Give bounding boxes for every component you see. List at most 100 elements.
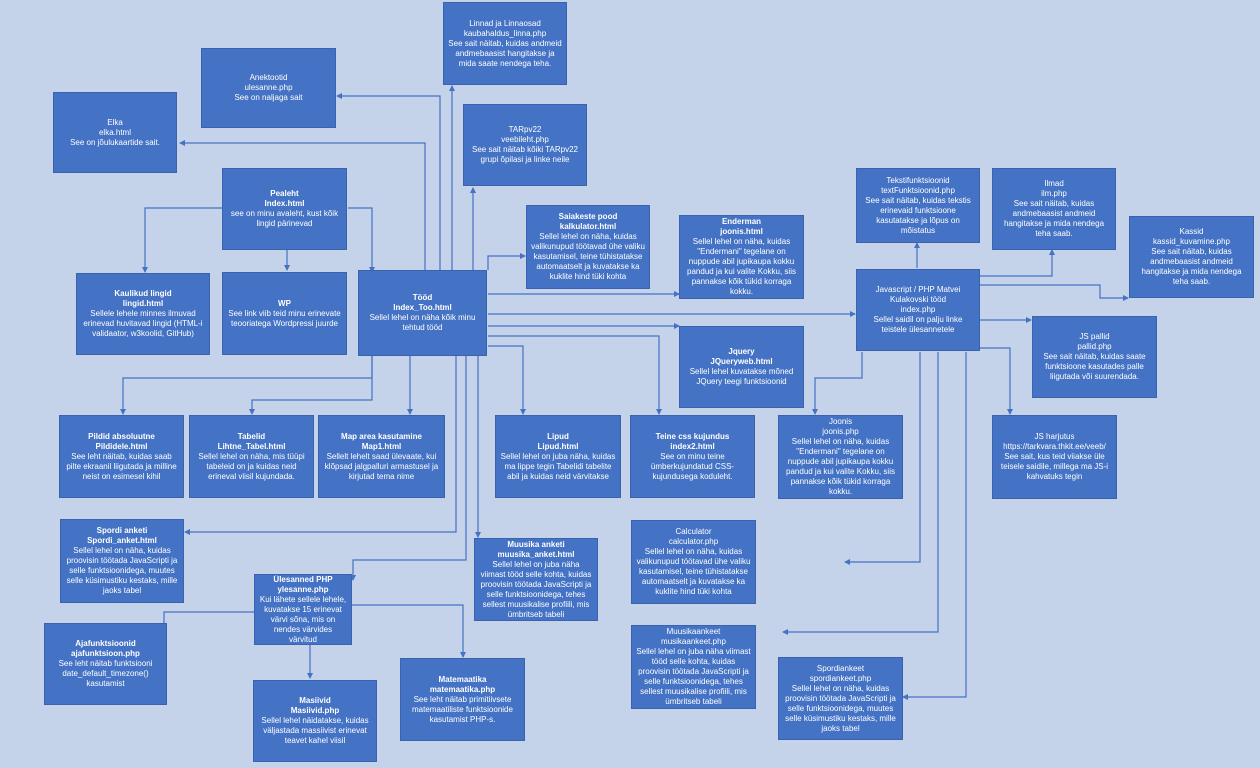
node-description: Sellel saidil on palju linke teistele ül…	[873, 315, 963, 334]
node-jspallid: JS pallid pallid.php See sait näitab, ku…	[1032, 316, 1157, 398]
node-linnad: Linnad ja Linnaosad kaubahaldus_linna.ph…	[443, 2, 567, 85]
node-file: kaubahaldus_linna.php	[463, 28, 547, 38]
node-description: See leht näitab, kuidas saab pilte ekraa…	[66, 451, 177, 481]
node-joonis: Joonis joonis.php Sellel lehel on näha, …	[778, 415, 903, 499]
node-file: calculator.php	[668, 537, 719, 546]
edge-pealeht-kasulikud	[142, 207, 222, 273]
node-saiakeste: Saiakeste pood kalkulator.html Sellel le…	[526, 205, 650, 289]
node-tarpv22: TARpv22 veebileht.php See sait näitab kõ…	[463, 104, 587, 186]
node-description: See sait, kus teid viiakse üle teisele s…	[1000, 452, 1109, 481]
edge-tood-ulesanded	[350, 356, 467, 581]
node-description: Sellelt lehelt saad ülevaate, kui klõpsa…	[324, 451, 439, 481]
edge-pealeht-tood	[348, 207, 375, 273]
node-file: Lihtne_Tabel.html	[217, 441, 286, 451]
node-file: JQueryweb.html	[710, 357, 773, 366]
node-file: veebileht.php	[501, 135, 549, 144]
node-spordiankeet: Spordiankeet spordiankeet.php Sellel leh…	[778, 657, 903, 740]
node-elka: Elka elka.html See on jõulukaartide sait…	[53, 92, 177, 173]
node-description: See leht näitab primitiivsete matemaatil…	[412, 694, 513, 724]
edge-matvei-jsharjutus	[980, 347, 1013, 415]
node-description: Sellel lehel on juba näha viimast tööd s…	[636, 647, 751, 706]
node-file: ajafunktsioon.php	[71, 649, 140, 658]
edge-tood-lipud	[488, 345, 526, 415]
node-file: ilm.php	[1041, 189, 1067, 198]
node-title: Lipud	[547, 431, 569, 441]
node-wp: WP See link viib teid minu erinevate teo…	[222, 272, 347, 355]
node-file: lingid.html	[122, 299, 164, 308]
node-lipud: Lipud Lipud.html Sellel lehel on juba nä…	[495, 415, 621, 498]
node-title: Masiivid	[299, 696, 331, 705]
node-file: Map1.html	[361, 441, 402, 451]
node-title: Ülesanned PHP	[273, 574, 333, 584]
node-file: ulesanne.php	[244, 83, 293, 92]
node-title: Muusika anketi	[507, 539, 565, 549]
node-tekstifunktsioonid: Tekstifunktsioonid textFunktsioonid.php …	[856, 168, 980, 243]
node-description: See on naljaga sait	[234, 93, 303, 102]
edge-tood-spordi	[184, 356, 457, 535]
node-title: JS harjutus	[1034, 432, 1075, 441]
node-title: Pildid absoluutne	[88, 431, 155, 441]
node-title: WP	[278, 298, 291, 308]
node-title: TARpv22	[508, 125, 542, 134]
node-title: Ajafunktsioonid	[75, 639, 136, 648]
node-title: Saiakeste pood	[558, 212, 618, 221]
edge-tood-anekdootid	[336, 93, 441, 270]
node-calculator: Calculator calculator.php Sellel lehel o…	[631, 520, 756, 604]
node-file: pallid.php	[1077, 342, 1112, 351]
node-description: Kui lähete sellele lehele, kuvatakse 15 …	[259, 594, 347, 644]
node-description: see on minu avaleht, kust kõik lingid pä…	[230, 209, 339, 228]
edge-ulesanded-ajafunktsioonid	[161, 611, 254, 651]
node-description: See leht näitab funktsiooni date_default…	[58, 659, 153, 688]
node-kasulikud: Kaulikud lingid lingid.html Sellele lehe…	[76, 273, 210, 355]
edge-matvei-calculator	[844, 352, 921, 565]
node-description: See on minu teine ümberkujundatud CSS-ku…	[650, 451, 735, 481]
node-file: Index.html	[264, 199, 305, 208]
node-matvei: Javascript / PHP Matvei Kulakovski tööd …	[856, 269, 980, 351]
node-file: joonis.php	[822, 427, 859, 436]
node-file: https://tarkvara.thkit.ee/veeb/	[1003, 442, 1106, 451]
node-title: Elka	[107, 117, 123, 127]
node-description: See sait näitab, kuidas tekstis erinevai…	[865, 195, 971, 235]
edge-tood-teinecss	[488, 335, 662, 415]
node-file: kalkulator.html	[559, 222, 617, 231]
node-file: Index_Too.html	[393, 303, 452, 312]
node-ilmad: Ilmad ilm.php See sait näitab, kuidas an…	[992, 168, 1116, 250]
node-file: index2.html	[670, 441, 715, 451]
node-description: Sellel lehel on näha, mis tüüpi tabeleid…	[198, 451, 305, 481]
edge-tood-pildid	[120, 356, 373, 415]
node-title: Spordi anketi	[96, 526, 148, 535]
node-file: textFunktsioonid.php	[881, 185, 955, 195]
node-file: Spordi_anket.html	[87, 536, 157, 545]
node-description: See sait näitab, kuidas saate funktsioon…	[1043, 352, 1146, 381]
node-description: See on jõulukaartide sait.	[70, 137, 160, 147]
node-pealeht: Pealeht Index.html see on minu avaleht, …	[222, 168, 347, 250]
node-title: Enderman	[721, 217, 762, 226]
node-title: Linnad ja Linnaosad	[469, 18, 541, 28]
node-teinecss: Teine css kujundus index2.html See on mi…	[630, 415, 755, 498]
node-title: Anektootid	[249, 73, 288, 82]
node-title: Joonis	[828, 417, 853, 426]
node-title: Tekstifunktsioonid	[886, 175, 950, 185]
node-description: See sait näitab kõiki TARpv22 grupi õpil…	[472, 145, 578, 164]
node-description: Sellel lehel on näha, kuidas "Endermani"…	[687, 237, 796, 296]
node-file: Pildidele.html	[95, 441, 148, 451]
node-ulesanded: Ülesanned PHP ylesanne.php Kui lähete se…	[254, 574, 352, 645]
edge-tood-saiakeste	[487, 253, 526, 270]
node-title: Teine css kujundus	[655, 431, 730, 441]
node-description: Sellel lehel on näha, kuidas proovisin t…	[785, 683, 896, 733]
edge-ulesanded-matemaatika	[352, 604, 466, 658]
node-description: See sait näitab, kuidas andmebaasist and…	[1141, 247, 1242, 286]
node-title: Ilmad	[1044, 179, 1064, 188]
node-title: JS pallid	[1079, 332, 1110, 341]
node-title: Map area kasutamine	[341, 431, 422, 441]
node-file: Lipud.html	[537, 441, 579, 451]
node-file: elka.html	[98, 127, 131, 137]
node-title: Kassid	[1179, 227, 1204, 236]
node-title: Kaulikud lingid	[114, 289, 172, 298]
edge-matvei-spordiankeet	[902, 352, 967, 700]
edge-matvei-muusikaankeet	[782, 352, 939, 635]
node-tabelid: Tabelid Lihtne_Tabel.html Sellel lehel o…	[189, 415, 314, 498]
node-anekdootid: Anektootid ulesanne.php See on naljaga s…	[201, 48, 336, 128]
node-matemaatika: Matemaatika matemaatika.php See leht näi…	[400, 658, 525, 741]
